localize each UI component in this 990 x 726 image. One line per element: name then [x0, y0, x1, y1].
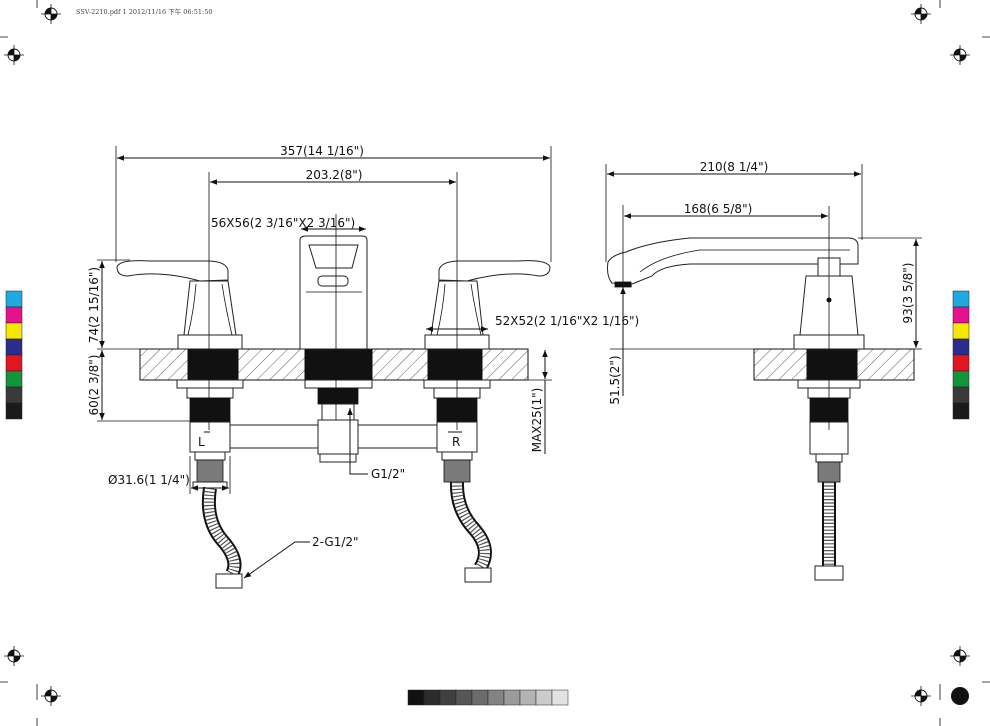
right-valve-mark: R: [452, 435, 460, 449]
color-swatch: [952, 290, 970, 308]
handle-height-label: 74(2 15/16"): [87, 267, 101, 343]
inlet-thread-label: G1/2": [371, 467, 405, 481]
color-swatch: [439, 689, 457, 706]
overall-width-label: 357(14 1/16"): [280, 144, 364, 158]
color-bar-right: [952, 290, 970, 420]
color-swatch: [5, 386, 23, 404]
front-dimensions: 357(14 1/16") 203.2(8") 56X56(2 3/16"X2 …: [87, 144, 639, 579]
color-swatch: [952, 306, 970, 324]
file-info-text: SSV-2210.pdf 1 2012/11/16 下午 06:51:50: [76, 7, 212, 16]
registration-mark-icon: [910, 3, 932, 25]
right-handle: [424, 260, 551, 350]
right-hose: [449, 481, 492, 583]
spout-height-label: 93(3 5/8"): [901, 263, 915, 324]
color-swatch: [535, 689, 553, 706]
left-shank: L: [176, 379, 244, 489]
color-bar-left: [5, 290, 23, 420]
color-swatch: [503, 689, 521, 706]
left-valve-mark: L: [198, 435, 205, 449]
color-swatch: [5, 306, 23, 324]
handle-base-label: 52X52(2 1/16"X2 1/16"): [495, 314, 639, 328]
color-swatch: [423, 689, 441, 706]
connector-tube: [229, 424, 438, 449]
color-swatch: [471, 689, 489, 706]
shank-diameter-label: Ø31.6(1 1/4"): [108, 473, 190, 487]
side-hose: [814, 482, 844, 581]
color-swatch: [5, 322, 23, 340]
color-swatch: [487, 689, 505, 706]
side-deck-section: [753, 348, 915, 381]
registration-mark-icon: [40, 3, 62, 25]
color-swatch: [5, 338, 23, 356]
registration-mark-icon: [949, 44, 971, 66]
front-view: L R: [87, 144, 639, 589]
registration-mark-icon: [949, 645, 971, 667]
hose-thread-label: 2-G1/2": [312, 535, 359, 549]
registration-mark-icon: [40, 685, 62, 707]
color-swatch: [551, 689, 569, 706]
side-dimensions: 210(8 1/4") 168(6 5/8") 93(3 5/8") 51.5(…: [605, 160, 922, 405]
center-shank: [304, 379, 373, 463]
solid-circle-mark: [951, 687, 969, 705]
left-hose: [201, 486, 243, 589]
color-swatch: [455, 689, 473, 706]
center-spacing-label: 203.2(8"): [306, 168, 363, 182]
color-swatch: [407, 689, 425, 706]
left-handle: [116, 260, 243, 350]
color-swatch: [5, 354, 23, 372]
deck-section: [139, 348, 529, 381]
max-deck-label: MAX25(1"): [530, 388, 544, 453]
spout-base-label: 56X56(2 3/16"X2 3/16"): [211, 216, 355, 230]
side-view: 210(8 1/4") 168(6 5/8") 93(3 5/8") 51.5(…: [605, 160, 922, 581]
color-swatch: [5, 370, 23, 388]
registration-mark-icon: [3, 44, 25, 66]
color-swatch: [952, 386, 970, 404]
center-lines: [208, 172, 458, 430]
spout-reach-label: 168(6 5/8"): [684, 202, 753, 216]
color-swatch: [952, 402, 970, 420]
below-deck-label: 60(2 3/8"): [87, 355, 101, 416]
color-swatch: [519, 689, 537, 706]
color-swatch: [952, 370, 970, 388]
grey-scale-bar: [407, 689, 569, 706]
color-swatch: [952, 322, 970, 340]
spout-below-deck-label: 51.5(2"): [608, 355, 622, 404]
color-swatch: [5, 402, 23, 420]
registration-mark-icon: [3, 645, 25, 667]
color-swatch: [952, 354, 970, 372]
color-swatch: [5, 290, 23, 308]
color-swatch: [952, 338, 970, 356]
spout-length-label: 210(8 1/4"): [700, 160, 769, 174]
registration-mark-icon: [910, 685, 932, 707]
spout-front: [299, 235, 368, 350]
